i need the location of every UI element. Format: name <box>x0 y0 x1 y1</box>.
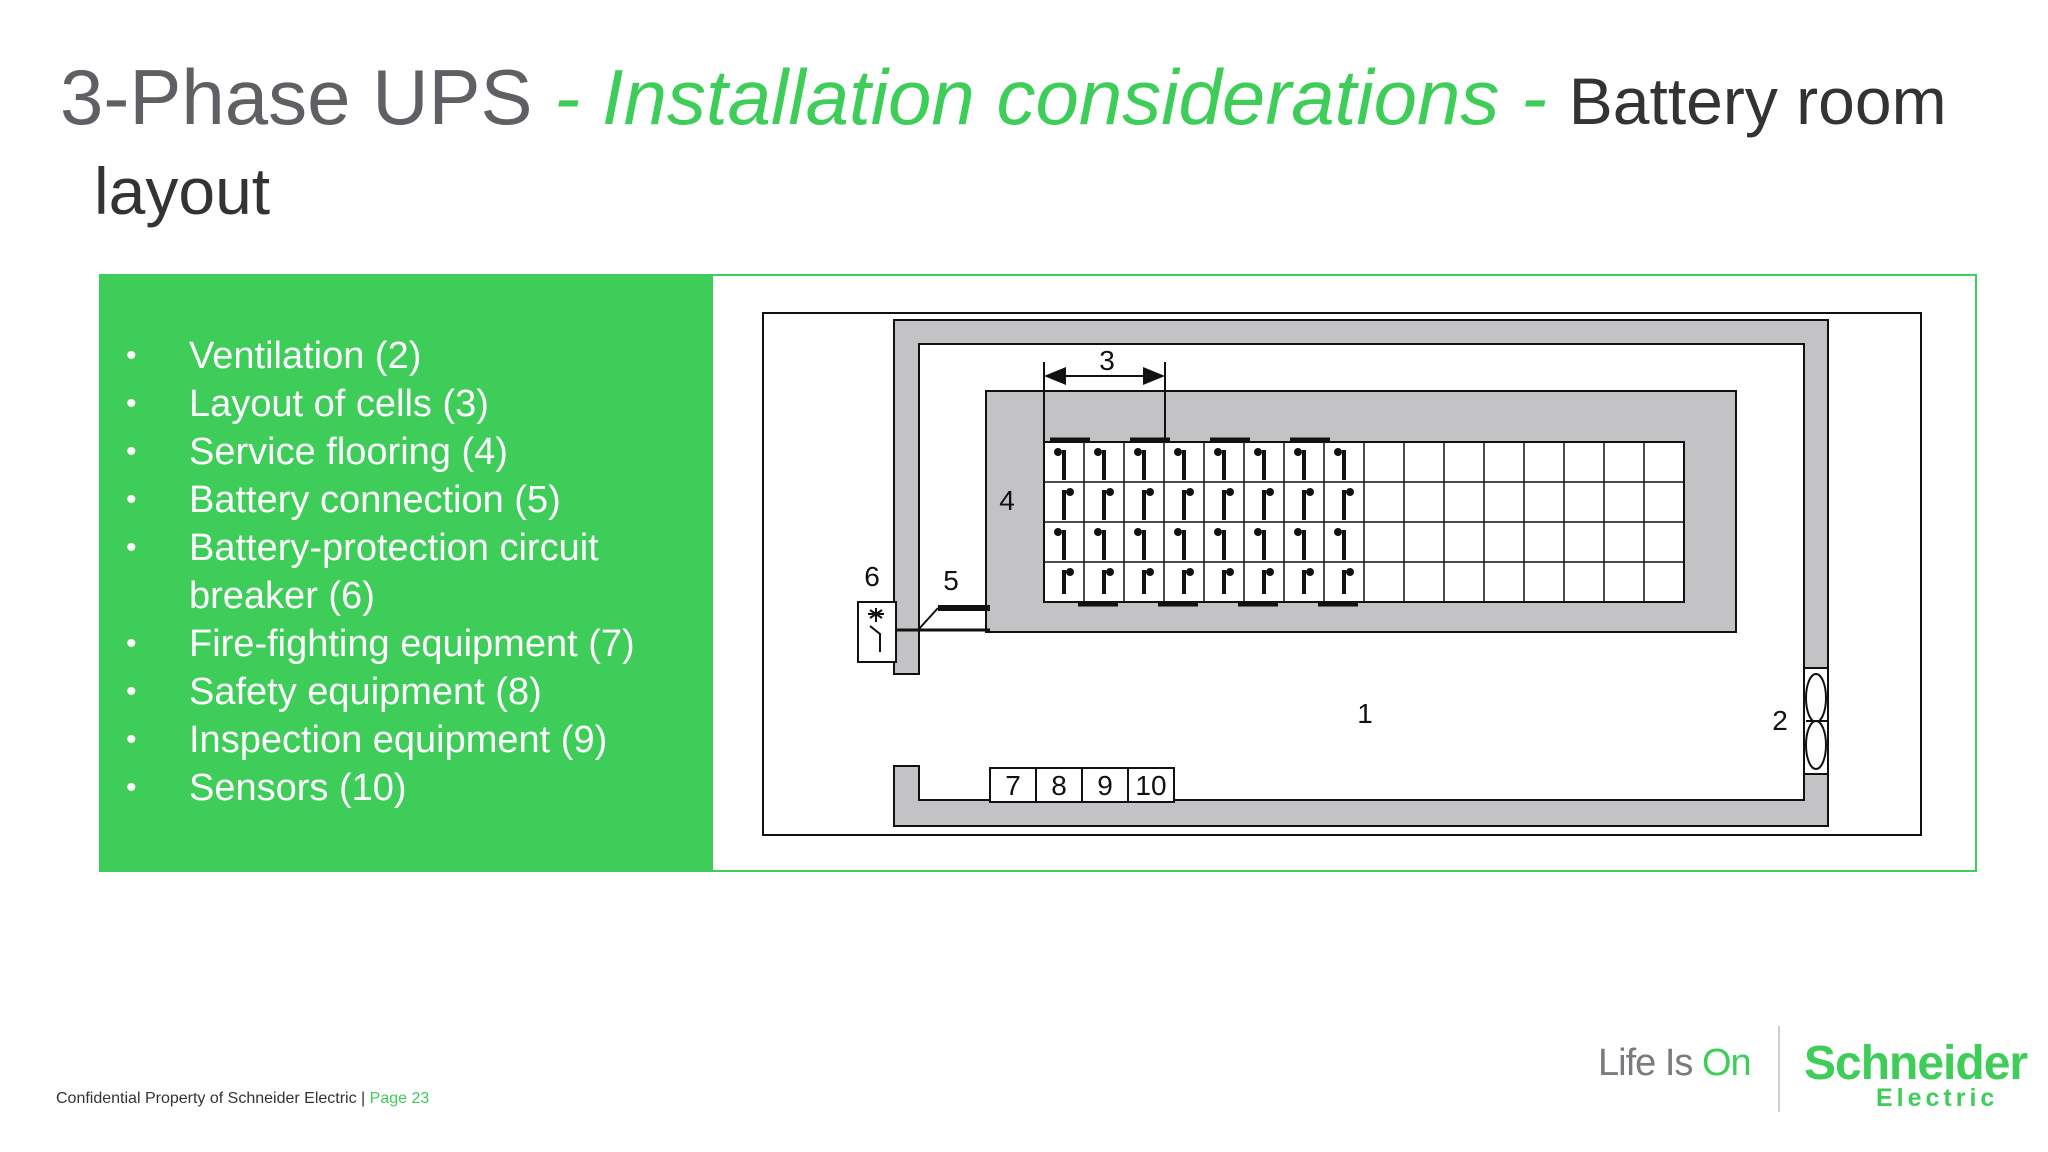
cell-terminal <box>1174 528 1182 536</box>
title-topic-continued: layout <box>94 154 271 228</box>
cell-terminal <box>1066 568 1074 576</box>
label-fire: 7 <box>1005 770 1021 801</box>
cell-terminal <box>1174 448 1182 456</box>
cell-terminal <box>1214 528 1222 536</box>
ventilation-fan <box>1803 667 1829 775</box>
bullet-item: Fire-fighting equipment (7) <box>126 620 696 668</box>
tagline-text: Life Is <box>1598 1042 1702 1084</box>
slide-title: 3-Phase UPS - Installation consideration… <box>60 58 1947 136</box>
cell-terminal <box>1214 448 1222 456</box>
bullet-item: Safety equipment (8) <box>126 668 696 716</box>
title-main: 3-Phase UPS <box>60 53 533 141</box>
cell-terminal <box>1254 528 1262 536</box>
cell-terminal <box>1146 488 1154 496</box>
cell-terminal <box>1346 568 1354 576</box>
title-subtitle: - Installation considerations - <box>532 53 1569 141</box>
room-wall <box>893 319 1829 675</box>
label-cells: 3 <box>1099 345 1115 376</box>
schneider-logo-wordmark: Schneider <box>1804 1037 2028 1090</box>
battery-connection <box>896 605 990 632</box>
cell-terminal <box>1094 448 1102 456</box>
footer-page-number: Page 23 <box>369 1090 430 1107</box>
label-connection: 5 <box>943 565 959 596</box>
bullet-item: Ventilation (2) <box>126 332 696 380</box>
title-topic: Battery room <box>1568 64 1947 138</box>
schneider-logo-electric: Electric <box>1876 1084 1999 1112</box>
cell-terminal <box>1306 488 1314 496</box>
label-flooring: 4 <box>999 485 1015 516</box>
tagline-power-o: On <box>1701 1042 1752 1084</box>
cell-terminal <box>1054 448 1062 456</box>
footer-label: Confidential Property of Schneider Elect… <box>56 1090 370 1107</box>
cell-terminal <box>1134 528 1142 536</box>
cell-terminal <box>1306 568 1314 576</box>
bullet-item: Layout of cells (3) <box>126 380 696 428</box>
bullet-panel: Ventilation (2) Layout of cells (3) Serv… <box>99 274 713 872</box>
label-inspection: 9 <box>1097 770 1113 801</box>
cell-terminal <box>1254 448 1262 456</box>
cell-terminal <box>1066 488 1074 496</box>
cell-terminal <box>1266 568 1274 576</box>
equipment-boxes <box>989 767 1175 803</box>
cell-terminal <box>1146 568 1154 576</box>
cell-terminal <box>1226 488 1234 496</box>
label-room: 1 <box>1357 698 1373 729</box>
bullet-item: Battery connection (5) <box>126 476 696 524</box>
cell-terminal <box>1094 528 1102 536</box>
bullet-item: Battery-protection circuit breaker (6) <box>126 524 696 620</box>
cell-terminal <box>1054 528 1062 536</box>
cell-terminal <box>1186 568 1194 576</box>
cell-grid <box>1043 437 1685 607</box>
bullet-list: Ventilation (2) Layout of cells (3) Serv… <box>126 332 696 812</box>
cell-terminal <box>1266 488 1274 496</box>
cell-terminal <box>1294 448 1302 456</box>
footer-confidential: Confidential Property of Schneider Elect… <box>56 1090 429 1108</box>
cell-dimension-arrow <box>1043 362 1166 442</box>
label-ventilation: 2 <box>1772 705 1788 736</box>
cell-terminal <box>1186 488 1194 496</box>
label-safety: 8 <box>1051 770 1067 801</box>
bullet-item: Sensors (10) <box>126 764 696 812</box>
cell-terminal <box>1346 488 1354 496</box>
logo-separator <box>1778 1026 1780 1112</box>
cell-terminal <box>1334 448 1342 456</box>
cell-terminal <box>1106 568 1114 576</box>
bullet-item: Service flooring (4) <box>126 428 696 476</box>
life-is-on-logo: Life Is On <box>1598 1042 1752 1085</box>
label-breaker: 6 <box>864 561 880 592</box>
cell-terminal <box>1134 448 1142 456</box>
battery-room-diagram: 3 4 5 6 1 2 7 8 9 10 <box>762 312 1922 836</box>
label-sensors: 10 <box>1135 770 1166 801</box>
cell-terminal <box>1334 528 1342 536</box>
cell-terminal <box>1226 568 1234 576</box>
cell-terminal <box>1106 488 1114 496</box>
content-frame <box>99 274 1977 872</box>
cell-terminal <box>1294 528 1302 536</box>
protection-breaker <box>857 601 897 663</box>
bullet-item: Inspection equipment (9) <box>126 716 696 764</box>
